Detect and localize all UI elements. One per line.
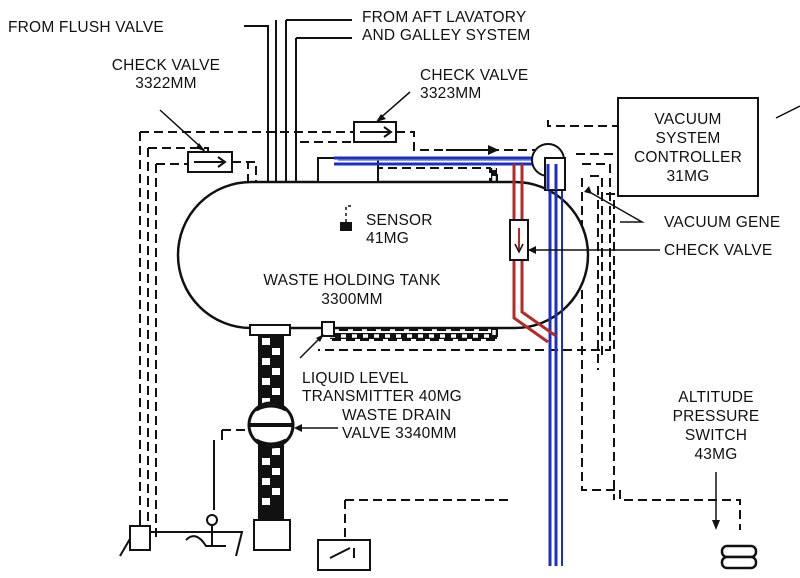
label-from-aft-lavatory: FROM AFT LAVATORY [362, 9, 526, 26]
sensor-icon [340, 205, 354, 231]
label-vacuum-generator: VACUUM GENE [664, 214, 780, 231]
label-sensor: SENSOR [366, 212, 433, 229]
label-check-valve-3323-id: 3323MM [420, 85, 482, 102]
label-sensor-id: 41MG [366, 230, 409, 247]
waste-drain-valve [247, 401, 295, 449]
label-waste-drain: WASTE DRAIN [342, 407, 451, 424]
flow-arrow-icon [446, 145, 499, 155]
vacuum-generator [531, 143, 566, 191]
leader-lines [159, 91, 800, 526]
label-system: SYSTEM [656, 130, 721, 147]
label-vacuum: VACUUM [654, 111, 721, 128]
check-valve-3323 [353, 121, 397, 143]
label-switch: SWITCH [685, 427, 747, 444]
relief-line [512, 164, 557, 344]
label-waste-drain-valve-id: VALVE 3340MM [342, 425, 457, 442]
label-check-valve-3322: CHECK VALVE [112, 57, 220, 74]
label-from-flush-valve: FROM FLUSH VALVE [8, 19, 164, 36]
leader-arrowheads [196, 114, 720, 530]
label-waste-holding-tank-id: 3300MM [321, 291, 383, 308]
flush-supply-lines [244, 19, 352, 182]
label-altitude: ALTITUDE [678, 389, 753, 406]
label-and-galley-system: AND GALLEY SYSTEM [362, 27, 531, 44]
bottom-service-panel [119, 430, 371, 571]
altitude-pressure-switch [720, 544, 758, 570]
label-controller: CONTROLLER [634, 149, 742, 166]
label-transmitter: TRANSMITTER 40MG [302, 388, 462, 405]
label-liquid-level: LIQUID LEVEL [302, 370, 409, 387]
check-valve-right [509, 219, 529, 261]
label-check-valve-3323: CHECK VALVE [420, 67, 528, 84]
check-valve-3322 [187, 151, 233, 173]
label-check-valve-3322-id: 3322MM [135, 75, 197, 92]
label-controller-id: 31MG [666, 168, 709, 185]
vacuum-system-controller [617, 97, 759, 197]
label-pressure: PRESSURE [673, 408, 760, 425]
label-check-valve-right: CHECK VALVE [664, 242, 772, 259]
waste-holding-tank [176, 157, 590, 337]
label-switch-id: 43MG [694, 446, 737, 463]
label-waste-holding-tank: WASTE HOLDING TANK [263, 272, 441, 289]
